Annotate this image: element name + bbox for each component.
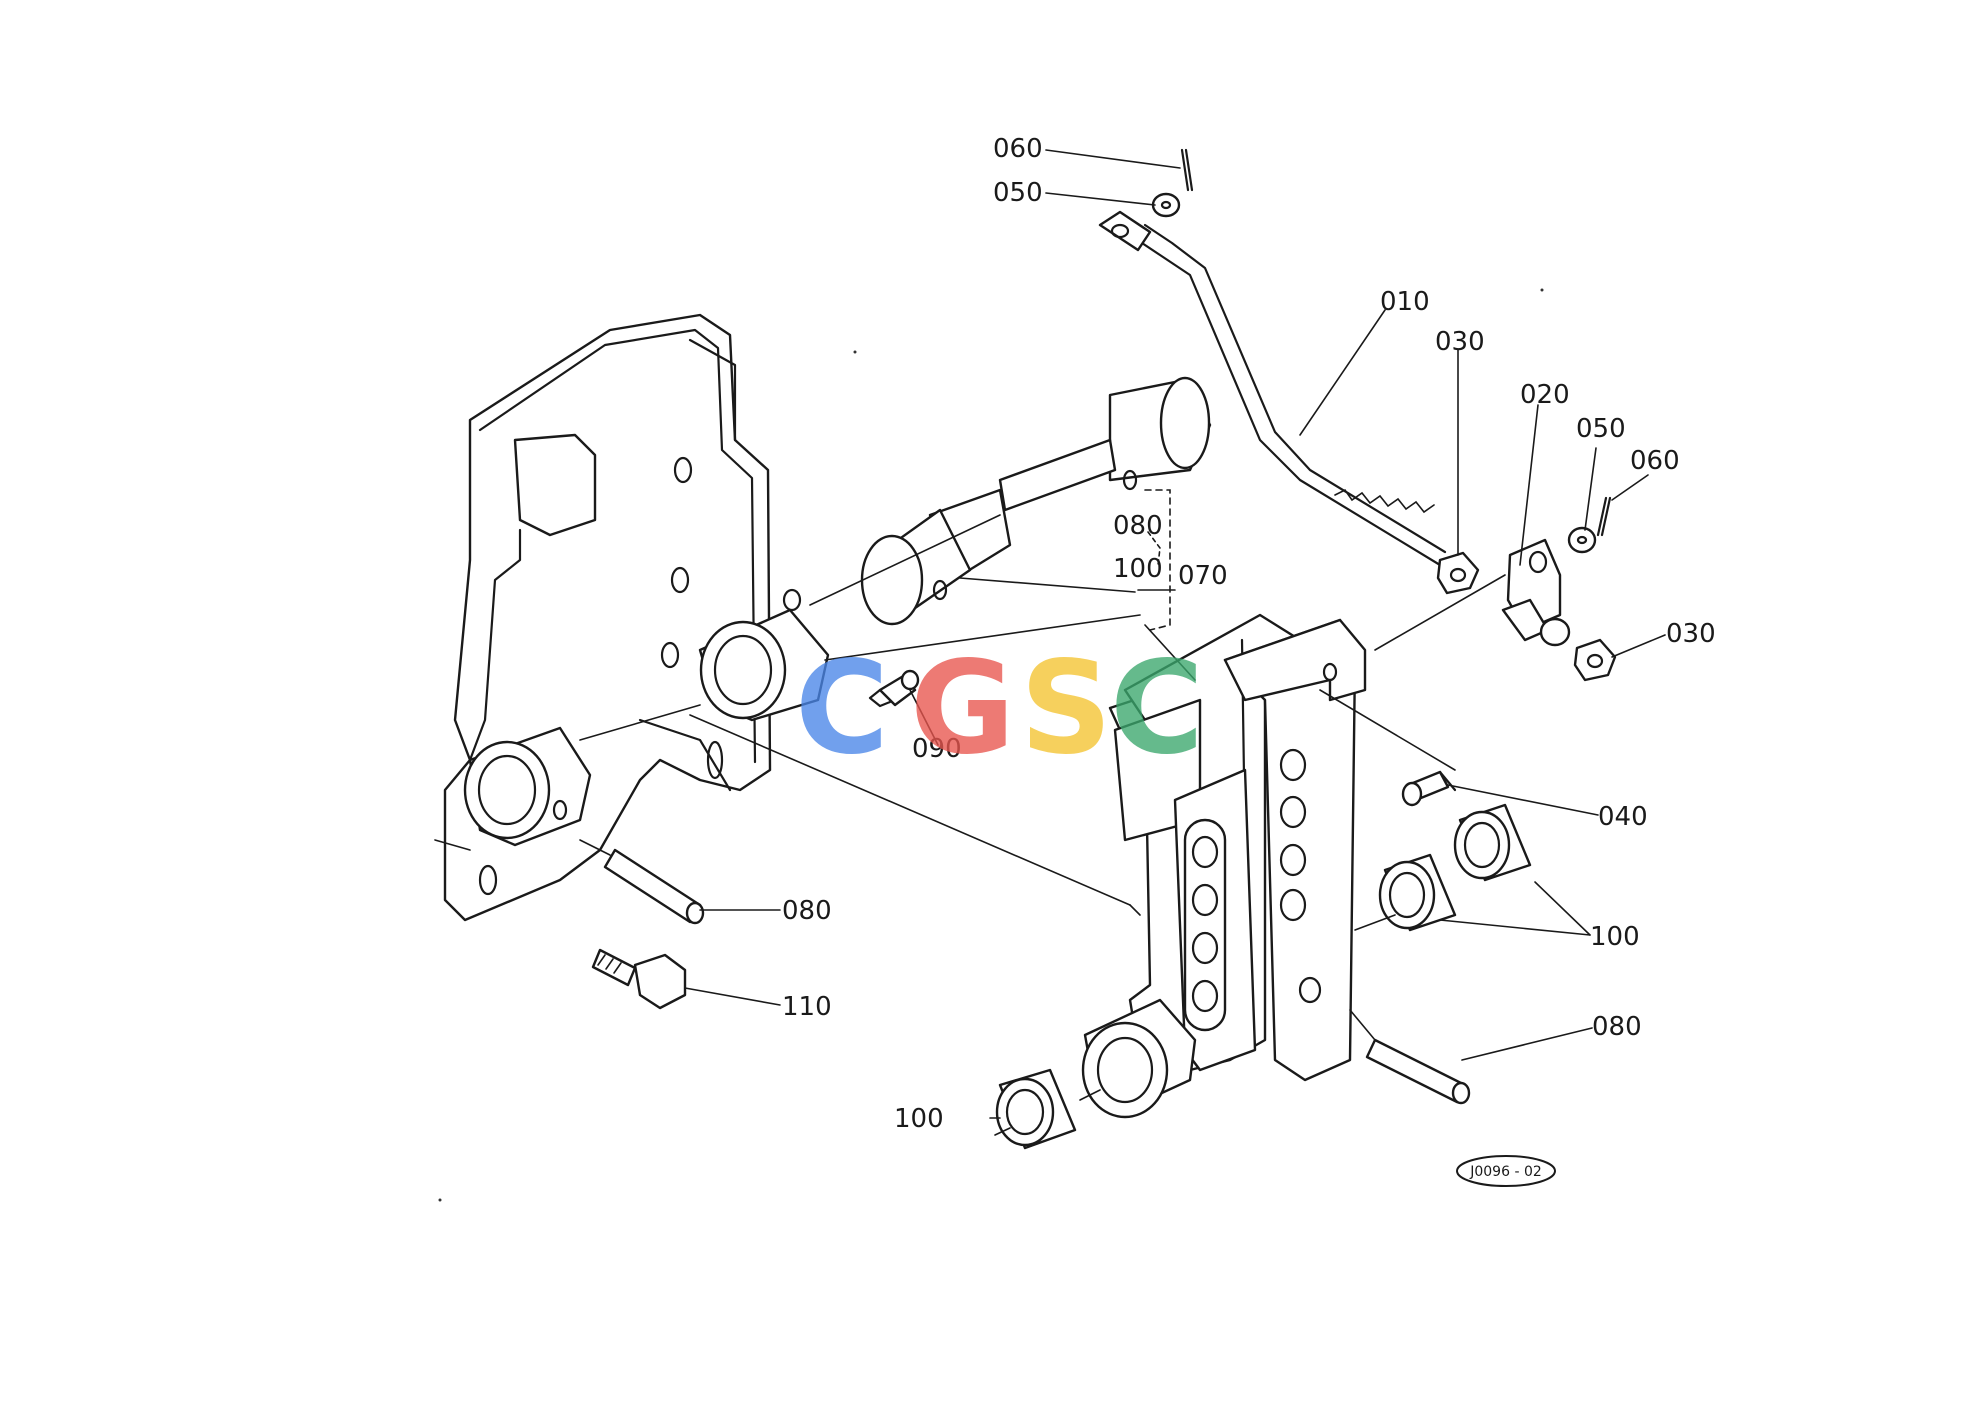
callout-100-right: 100 xyxy=(1590,922,1640,952)
split-pin-upper xyxy=(1180,148,1194,192)
callout-060-upper: 060 xyxy=(993,134,1043,164)
callout-100-lower: 100 xyxy=(894,1104,944,1134)
callout-030-upper: 030 xyxy=(1435,327,1485,357)
callout-040: 040 xyxy=(1598,802,1648,832)
callout-010: 010 xyxy=(1380,287,1430,317)
callout-110: 110 xyxy=(782,992,832,1022)
pin-left xyxy=(603,848,705,925)
bushing-right-b xyxy=(1453,803,1532,882)
left-plate-lower-boss xyxy=(463,726,592,847)
washer-right xyxy=(1567,526,1597,554)
callout-030-lower: 030 xyxy=(1666,619,1716,649)
right-bracket-lower-boss xyxy=(1081,998,1197,1119)
watermark-letter-1: C xyxy=(795,634,889,783)
callout-080-left: 080 xyxy=(782,896,832,926)
drawing-code: J0096 - 02 xyxy=(1469,1164,1542,1180)
linkage-rod xyxy=(1098,210,1447,567)
callout-080-right: 080 xyxy=(1592,1012,1642,1042)
bushing-right-a xyxy=(1378,853,1457,932)
nut-upper xyxy=(1436,551,1480,595)
callout-090: 090 xyxy=(912,734,962,764)
grease-nipple xyxy=(868,669,920,708)
callout-050-upper: 050 xyxy=(993,178,1043,208)
right-lift-bracket xyxy=(1108,613,1367,1082)
bolt xyxy=(591,948,687,1010)
watermark-letter-3: S xyxy=(1020,634,1112,783)
washer-upper xyxy=(1151,192,1181,218)
callout-020: 020 xyxy=(1520,380,1570,410)
watermark-logo: C G S C xyxy=(795,634,1204,783)
clevis xyxy=(1501,538,1571,647)
watermark-letter-4: C xyxy=(1110,634,1204,783)
split-pin-right xyxy=(1596,496,1612,537)
callout-050-right: 050 xyxy=(1576,414,1626,444)
callout-070: 070 xyxy=(1178,561,1228,591)
callout-100-centre: 100 xyxy=(1113,554,1163,584)
pin-right xyxy=(1365,1038,1471,1105)
bushing-lower-left xyxy=(995,1068,1077,1150)
cross-shaft xyxy=(860,376,1212,626)
left-plate-upper-boss xyxy=(698,588,830,722)
clevis-pin xyxy=(1401,770,1457,807)
leader-lines xyxy=(684,149,1666,1119)
nut-lower xyxy=(1573,638,1617,682)
callout-080-centre: 080 xyxy=(1113,511,1163,541)
assembly-lines xyxy=(434,489,1506,1136)
callout-labels: 060 050 010 030 020 050 060 080 100 070 … xyxy=(782,134,1716,1134)
drawing-code-badge: J0096 - 02 xyxy=(1456,1155,1556,1187)
watermark-letter-2: G xyxy=(910,634,1015,783)
callout-060-right: 060 xyxy=(1630,446,1680,476)
